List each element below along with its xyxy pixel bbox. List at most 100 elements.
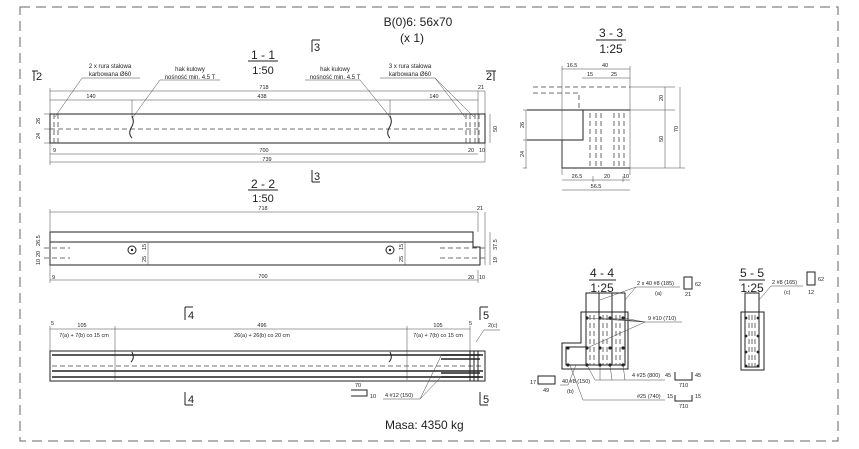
label-2c: 2(c): [488, 323, 498, 329]
bar-25a-right: 45: [695, 373, 701, 379]
bar-c-height: 62: [818, 277, 824, 283]
section-title: 2 - 2: [251, 177, 275, 191]
bar-25a-label: 4 #25 (800): [632, 373, 660, 379]
dim-9: 9: [52, 275, 55, 281]
dim-20-left: 20: [36, 251, 42, 257]
bar-label-4-12: 4 #12 (150): [385, 393, 413, 399]
element-title: B(0)6: 56x70: [384, 15, 453, 29]
dim-140-left: 140: [86, 94, 95, 100]
section-scale: 1:50: [252, 65, 273, 77]
section-scale: 1:25: [590, 281, 614, 295]
dim-25: 25: [399, 256, 405, 262]
label-pipes-left: 2 x rura stalowa: [89, 64, 132, 70]
dim-26-5: 26.5: [572, 174, 583, 180]
section-marker-2-left: 2: [36, 71, 42, 83]
section-marker-5-bottom: 5: [483, 394, 489, 406]
section-title: 5 - 5: [740, 266, 764, 280]
mass-label: Masa: 4350 kg: [385, 418, 464, 432]
sheet-frame: [19, 6, 839, 442]
dim-9: 9: [53, 148, 56, 154]
label-hook-left: hak kulowy: [175, 67, 205, 73]
dim-105-left: 105: [77, 323, 86, 329]
dim-438: 438: [257, 94, 266, 100]
section-marker-4-top: 4: [188, 310, 194, 322]
dim-19: 19: [493, 257, 499, 263]
bar-c-width: 12: [808, 290, 814, 296]
section-3-3: 3 - 3 1:25 16.5 40 15 25 20 50 70 26 24 …: [520, 26, 685, 191]
stirrup-spacing-middle: 26(a) + 26(b) co 20 cm: [234, 333, 290, 339]
dim-37-5: 37.5: [493, 239, 499, 250]
bar-25a-length: 710: [679, 383, 688, 389]
bar-b-tag: (b): [567, 389, 574, 395]
hook-symbol: [385, 245, 395, 255]
bar-25b-length: 710: [679, 404, 688, 410]
dim-10: 10: [623, 174, 629, 180]
section-2-2: 2 - 2 1:50 718 21 700 9 20 10 26.5 20 10…: [36, 177, 499, 283]
dim-739: 739: [262, 157, 271, 163]
bar-c-label: 2 #8 (165): [772, 280, 797, 286]
stirrup-spacing-left: 7(a) + 7(b) co 15 cm: [59, 333, 109, 339]
label-pipes-right-2: karbowana Ø60: [389, 72, 432, 78]
section-title: 3 - 3: [599, 26, 623, 40]
stirrup-spacing-right: 7(a) + 7(b) co 15 cm: [413, 333, 463, 339]
bar-25a-left: 45: [665, 373, 671, 379]
dim-700: 700: [259, 148, 268, 154]
label-pipes-right: 3 x rura stalowa: [389, 64, 432, 70]
dim-700: 700: [258, 274, 267, 280]
section-title: 1 - 1: [251, 48, 275, 62]
dim-50: 50: [493, 126, 499, 132]
bar-a-height: 62: [695, 282, 701, 288]
dim-5-right: 5: [469, 321, 472, 327]
label-hook-right: hak kulowy: [320, 67, 350, 73]
bar-25b-right: 15: [695, 394, 701, 400]
dim-15: 15: [142, 244, 148, 250]
section-scale: 1:25: [599, 42, 623, 56]
dim-25: 25: [142, 256, 148, 262]
dim-16-5: 16.5: [567, 63, 578, 69]
dim-496: 496: [257, 323, 266, 329]
dim-10: 10: [479, 275, 485, 281]
bar-c-tag: (c): [784, 290, 791, 296]
dim-5-left: 5: [51, 321, 54, 327]
dim-718: 718: [258, 206, 267, 212]
section-marker-4-bottom: 4: [188, 394, 194, 406]
label-hook-right-2: nośność min. 4.5 T: [310, 75, 361, 81]
bar-a-label: 2 x 40 #8 (185): [637, 281, 674, 287]
label-hook-left-2: nośność min. 4.5 T: [165, 75, 216, 81]
hook-symbol: [127, 245, 137, 255]
section-5-5: 5 - 5 1:25 2 #8 (165) (c) 62 12: [739, 266, 824, 371]
section-scale: 1:25: [740, 281, 764, 295]
dim-21: 21: [478, 85, 484, 91]
dim-10: 10: [479, 148, 485, 154]
section-marker-3-top: 3: [314, 42, 320, 54]
beam-outline: [49, 113, 486, 144]
dim-21: 21: [477, 206, 483, 212]
dim-718: 718: [259, 85, 268, 91]
dim-15: 15: [587, 72, 593, 78]
dim-26: 26: [520, 122, 526, 128]
bar-shape-70: 70: [355, 383, 361, 389]
dim-10-left: 10: [36, 259, 42, 265]
section-1-1: 1 - 1 1:50 3 2 2 2 x rura stalowa karbow…: [32, 39, 499, 183]
beam-outline: [49, 231, 481, 266]
dim-26-5: 26.5: [36, 235, 42, 246]
dim-25: 25: [611, 72, 617, 78]
dim-40: 40: [602, 63, 608, 69]
dim-20: 20: [659, 95, 665, 101]
bar-a-tag: (a): [655, 291, 662, 297]
dim-24: 24: [36, 133, 42, 139]
dim-15: 15: [399, 244, 405, 250]
dim-70: 70: [674, 126, 680, 132]
section-4-4: 4 - 4 1:25 2 x 40 #8 (185) (a) 62 21 9 #…: [530, 266, 701, 410]
section-marker-2-right: 2: [486, 71, 492, 83]
bar-25b-left: 15: [667, 394, 673, 400]
reinforcement-elevation: 4 4 5 5 105 496 105 5 5 7(a) + 7(b) co 1…: [49, 306, 500, 406]
label-pipes-left-2: karbowana Ø60: [89, 72, 132, 78]
section-title: 4 - 4: [590, 266, 614, 280]
dim-20: 20: [468, 148, 474, 154]
dim-140-right: 140: [429, 94, 438, 100]
dim-26: 26: [36, 118, 42, 124]
dim-24: 24: [520, 151, 526, 157]
dim-56-5: 56.5: [591, 184, 602, 190]
section-marker-5-top: 5: [483, 310, 489, 322]
